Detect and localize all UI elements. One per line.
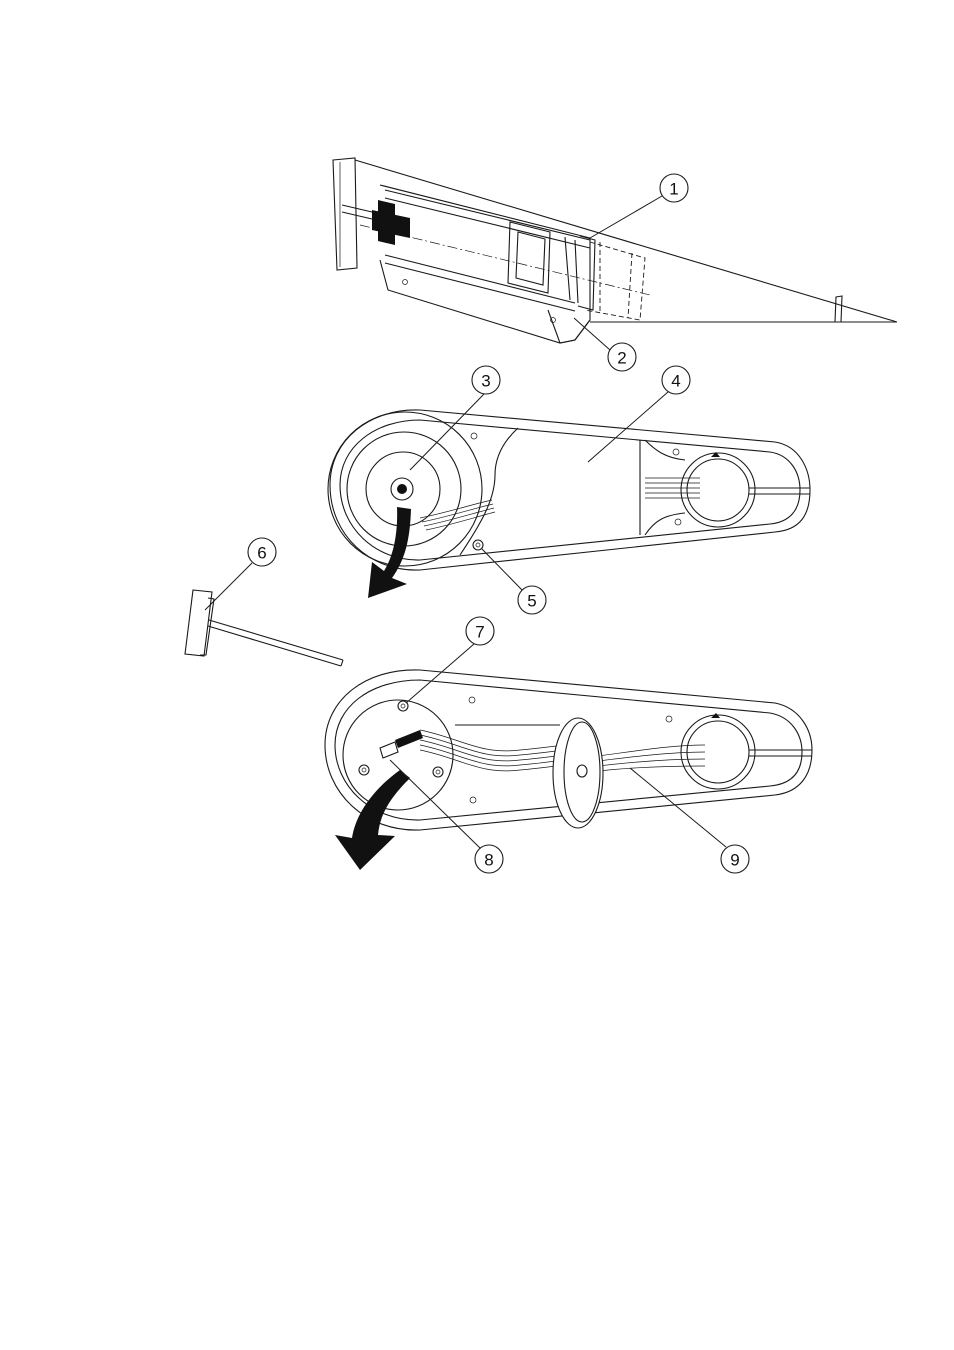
svg-text:5: 5	[527, 592, 536, 611]
callout-1: 1	[660, 174, 688, 202]
side-section-view	[333, 158, 897, 343]
svg-text:1: 1	[669, 180, 678, 199]
callout-9: 9	[721, 845, 749, 873]
t-handle-tool	[185, 590, 343, 666]
svg-text:4: 4	[671, 372, 680, 391]
arm-closed-view	[328, 410, 810, 598]
callout-6: 6	[248, 538, 276, 566]
callout-4: 4	[662, 366, 690, 394]
callout-8: 8	[475, 845, 503, 873]
svg-text:2: 2	[617, 349, 626, 368]
callout-5: 5	[518, 586, 546, 614]
arm-open-view	[325, 670, 812, 870]
svg-text:9: 9	[730, 851, 739, 870]
callout-3: 3	[472, 366, 500, 394]
rotate-arrow-icon	[335, 770, 410, 870]
svg-text:8: 8	[484, 851, 493, 870]
svg-text:6: 6	[257, 544, 266, 563]
callouts: 1 2 3 4 5 6	[205, 174, 749, 873]
svg-text:3: 3	[481, 372, 490, 391]
svg-text:7: 7	[475, 623, 484, 642]
rotate-arrow-icon	[368, 507, 411, 598]
callout-2: 2	[608, 343, 636, 371]
callout-7: 7	[466, 617, 494, 645]
